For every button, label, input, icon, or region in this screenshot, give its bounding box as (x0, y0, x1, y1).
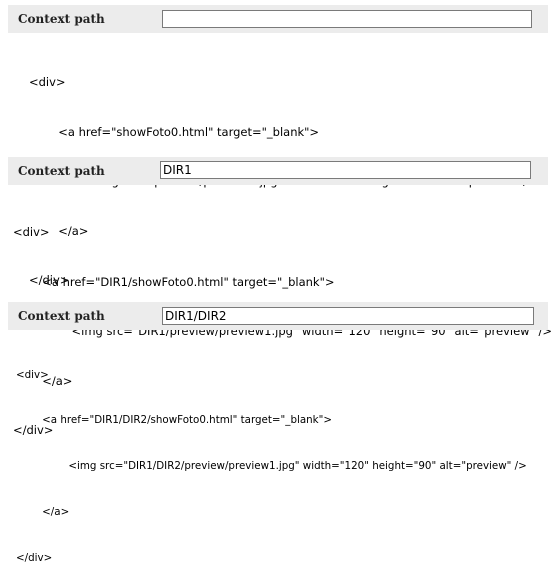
code-line: </a> (13, 373, 73, 388)
code-line: <div> (16, 368, 49, 381)
code-line: <div> (13, 225, 50, 239)
code-line: <div> (29, 75, 66, 89)
code-line: <a href="DIR1/showFoto0.html" target="_b… (13, 274, 335, 289)
context-path-label-3: Context path (18, 309, 105, 323)
context-path-input-3[interactable] (162, 307, 534, 325)
code-line: </div> (16, 552, 53, 565)
context-path-input-2[interactable] (160, 161, 531, 179)
code-line: <a href="showFoto0.html" target="_blank"… (29, 124, 320, 139)
code-line: <img src="DIR1/DIR2/preview/preview1.jpg… (16, 460, 527, 473)
context-path-label-1: Context path (18, 12, 105, 26)
code-line: <a href="DIR1/DIR2/showFoto0.html" targe… (16, 414, 333, 427)
code-line: </a> (29, 223, 89, 238)
code-snippet-3: <div> <a href="DIR1/DIR2/showFoto0.html"… (16, 337, 527, 582)
context-path-input-1[interactable] (162, 10, 532, 28)
code-line: </a> (16, 506, 70, 519)
code-line: </div> (29, 273, 70, 287)
context-path-label-2: Context path (18, 164, 105, 178)
